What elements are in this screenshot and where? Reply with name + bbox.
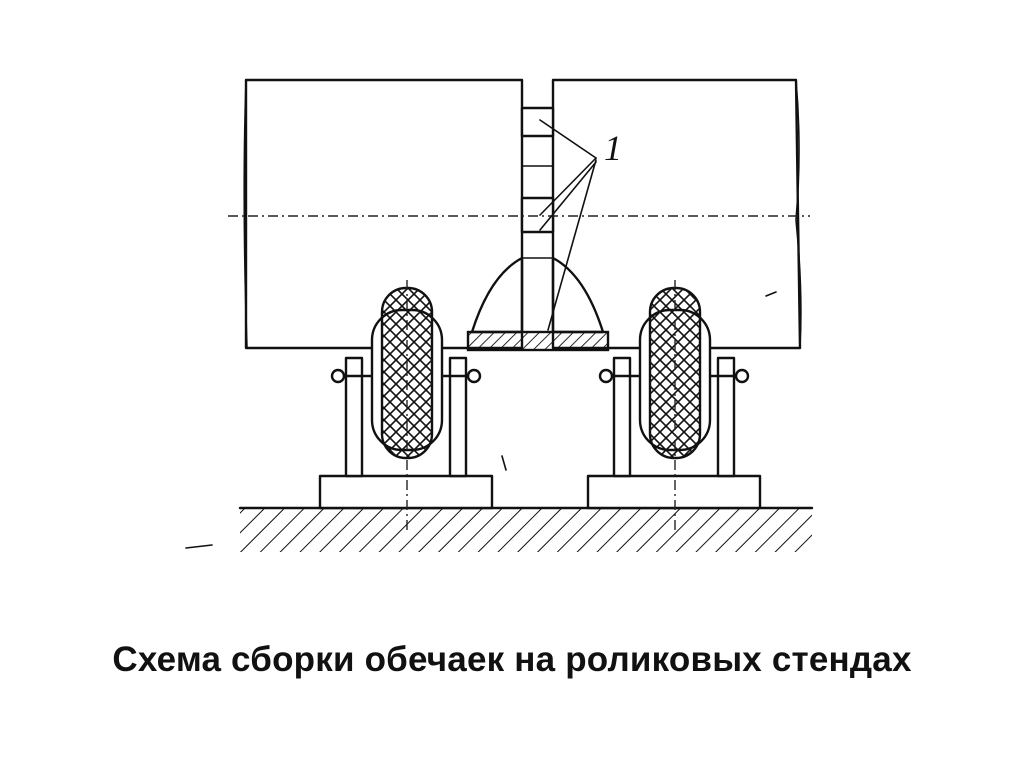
diagram-caption: Схема сборки обечаек на роликовых стенда… (112, 640, 912, 679)
ground (238, 506, 814, 552)
left-roller-stand (318, 280, 494, 530)
weld-seam (466, 256, 610, 352)
tack-welds (520, 106, 555, 259)
callout-label: 1 (604, 128, 622, 168)
stray-mark (185, 544, 213, 549)
right-roller (648, 286, 702, 460)
right-roller-stand (586, 280, 762, 530)
left-roller (380, 286, 434, 460)
callout-leaders (539, 119, 597, 331)
